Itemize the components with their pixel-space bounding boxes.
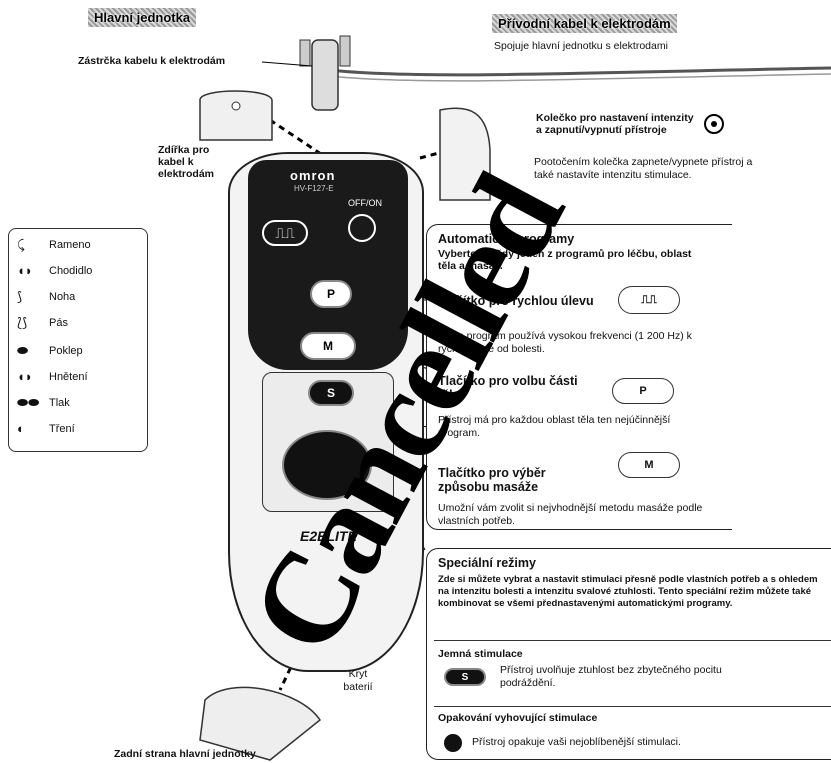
gentle-icon: S bbox=[444, 668, 486, 686]
divider bbox=[434, 706, 831, 707]
plug-label: Zástrčka kabelu k elektrodám bbox=[78, 55, 226, 67]
legend-label: Pás bbox=[49, 317, 68, 329]
shoulder-icon: ⤹ bbox=[17, 237, 25, 252]
gentle-description: Přístroj uvolňuje ztuhlost bez zbytečnéh… bbox=[500, 664, 722, 689]
quick-relief-description: Tento program používá vysokou frekvenci … bbox=[438, 330, 692, 355]
legend-item: ◐ Tření bbox=[17, 421, 75, 436]
legend-label: Poklep bbox=[49, 345, 83, 357]
back-side-label: Zadní strana hlavní jednotky bbox=[114, 748, 256, 760]
legend-item: ◖◗ Hnětení bbox=[17, 369, 88, 384]
repeat-description: Přístroj opakuje vaši nejoblíbenější sti… bbox=[472, 736, 681, 748]
socket-label: Zdířka pro kabel k elektrodám bbox=[158, 144, 215, 180]
device-logo: E2ELITE bbox=[300, 528, 357, 544]
device-model: HV-F127-E bbox=[294, 184, 334, 193]
dial-icon bbox=[704, 114, 724, 134]
legend-label: Hnětení bbox=[49, 370, 88, 383]
gentle-stimulation-button[interactable]: S bbox=[308, 380, 354, 406]
repeat-stimulation-dpad[interactable] bbox=[282, 430, 372, 500]
body-part-icon: P bbox=[612, 378, 674, 404]
device-brand: omron bbox=[290, 168, 336, 183]
massage-icon: M bbox=[618, 452, 680, 478]
legend-label: Tření bbox=[49, 422, 75, 435]
main-unit-header: Hlavní jednotka bbox=[88, 8, 197, 27]
repeat-icon bbox=[444, 734, 462, 752]
special-modes-title: Speciální režimy bbox=[438, 556, 536, 570]
legend-item: ⟆ Noha bbox=[17, 289, 75, 305]
kneading-icon: ◖◗ bbox=[17, 369, 33, 384]
leg-icon: ⟆ bbox=[17, 289, 23, 304]
pressing-icon: ⬬⬬ bbox=[17, 395, 40, 410]
repeat-title: Opakování vyhovující stimulace bbox=[438, 712, 598, 724]
legend-label: Chodidlo bbox=[49, 264, 93, 277]
foot-sole-icon: ◖◗ bbox=[17, 263, 33, 278]
body-part-description: Přístroj má pro každou oblast těla ten n… bbox=[438, 414, 671, 439]
auto-programs-title: Automatické programy bbox=[438, 232, 575, 246]
rubbing-icon: ◐ bbox=[17, 421, 25, 436]
divider bbox=[434, 640, 831, 641]
device-offon: OFF/ON bbox=[348, 198, 382, 208]
intensity-dial[interactable] bbox=[348, 214, 376, 242]
gentle-title: Jemná stimulace bbox=[438, 648, 523, 660]
dial-title: Kolečko pro nastavení intenzity a zapnut… bbox=[536, 112, 694, 136]
special-modes-box bbox=[426, 548, 831, 760]
massage-title: Tlačítko pro výběr způsobu masáže bbox=[438, 466, 546, 494]
legend-label: Rameno bbox=[49, 239, 91, 251]
legend-item: ◖◗ Chodidlo bbox=[17, 263, 92, 278]
quick-relief-icon: ⎍⎍ bbox=[618, 286, 680, 314]
legend-item: ⬬ Poklep bbox=[17, 343, 83, 359]
waist-icon: ⟅⟆ bbox=[17, 315, 28, 330]
cable-header: Přívodní kabel k elektrodám bbox=[492, 14, 677, 33]
quick-relief-button[interactable]: ⎍⎍ bbox=[262, 220, 308, 246]
legend-label: Tlak bbox=[49, 397, 70, 409]
body-part-title: Tlačítko pro volbu části těla bbox=[438, 374, 578, 402]
dial-description: Pootočením kolečka zapnete/vypnete příst… bbox=[534, 156, 753, 181]
legend-item: ⬬⬬ Tlak bbox=[17, 395, 70, 411]
cable-description: Spojuje hlavní jednotku s elektrodami bbox=[494, 40, 668, 52]
legend-item: ⟅⟆ Pás bbox=[17, 315, 68, 331]
quick-relief-title: Tlačítko pro rychlou úlevu bbox=[438, 294, 594, 308]
special-modes-description: Zde si můžete vybrat a nastavit stimulac… bbox=[438, 574, 818, 609]
legend-item: ⤹ Rameno bbox=[17, 237, 91, 253]
auto-programs-box bbox=[426, 224, 732, 530]
legend-box: ⤹ Rameno ◖◗ Chodidlo ⟆ Noha ⟅⟆ Pás ⬬ Poklep ◖… bbox=[8, 228, 148, 452]
auto-programs-subtitle: Vyberte si vždy jeden z programů pro léč… bbox=[438, 248, 692, 272]
body-part-button[interactable]: P bbox=[310, 280, 352, 308]
massage-button[interactable]: M bbox=[300, 332, 356, 360]
massage-description: Umožní vám zvolit si nejvhodnější metodu… bbox=[438, 502, 703, 527]
battery-cover-label: Kryt baterií bbox=[343, 668, 373, 693]
legend-label: Noha bbox=[49, 291, 76, 303]
tapping-icon: ⬬ bbox=[17, 343, 29, 358]
